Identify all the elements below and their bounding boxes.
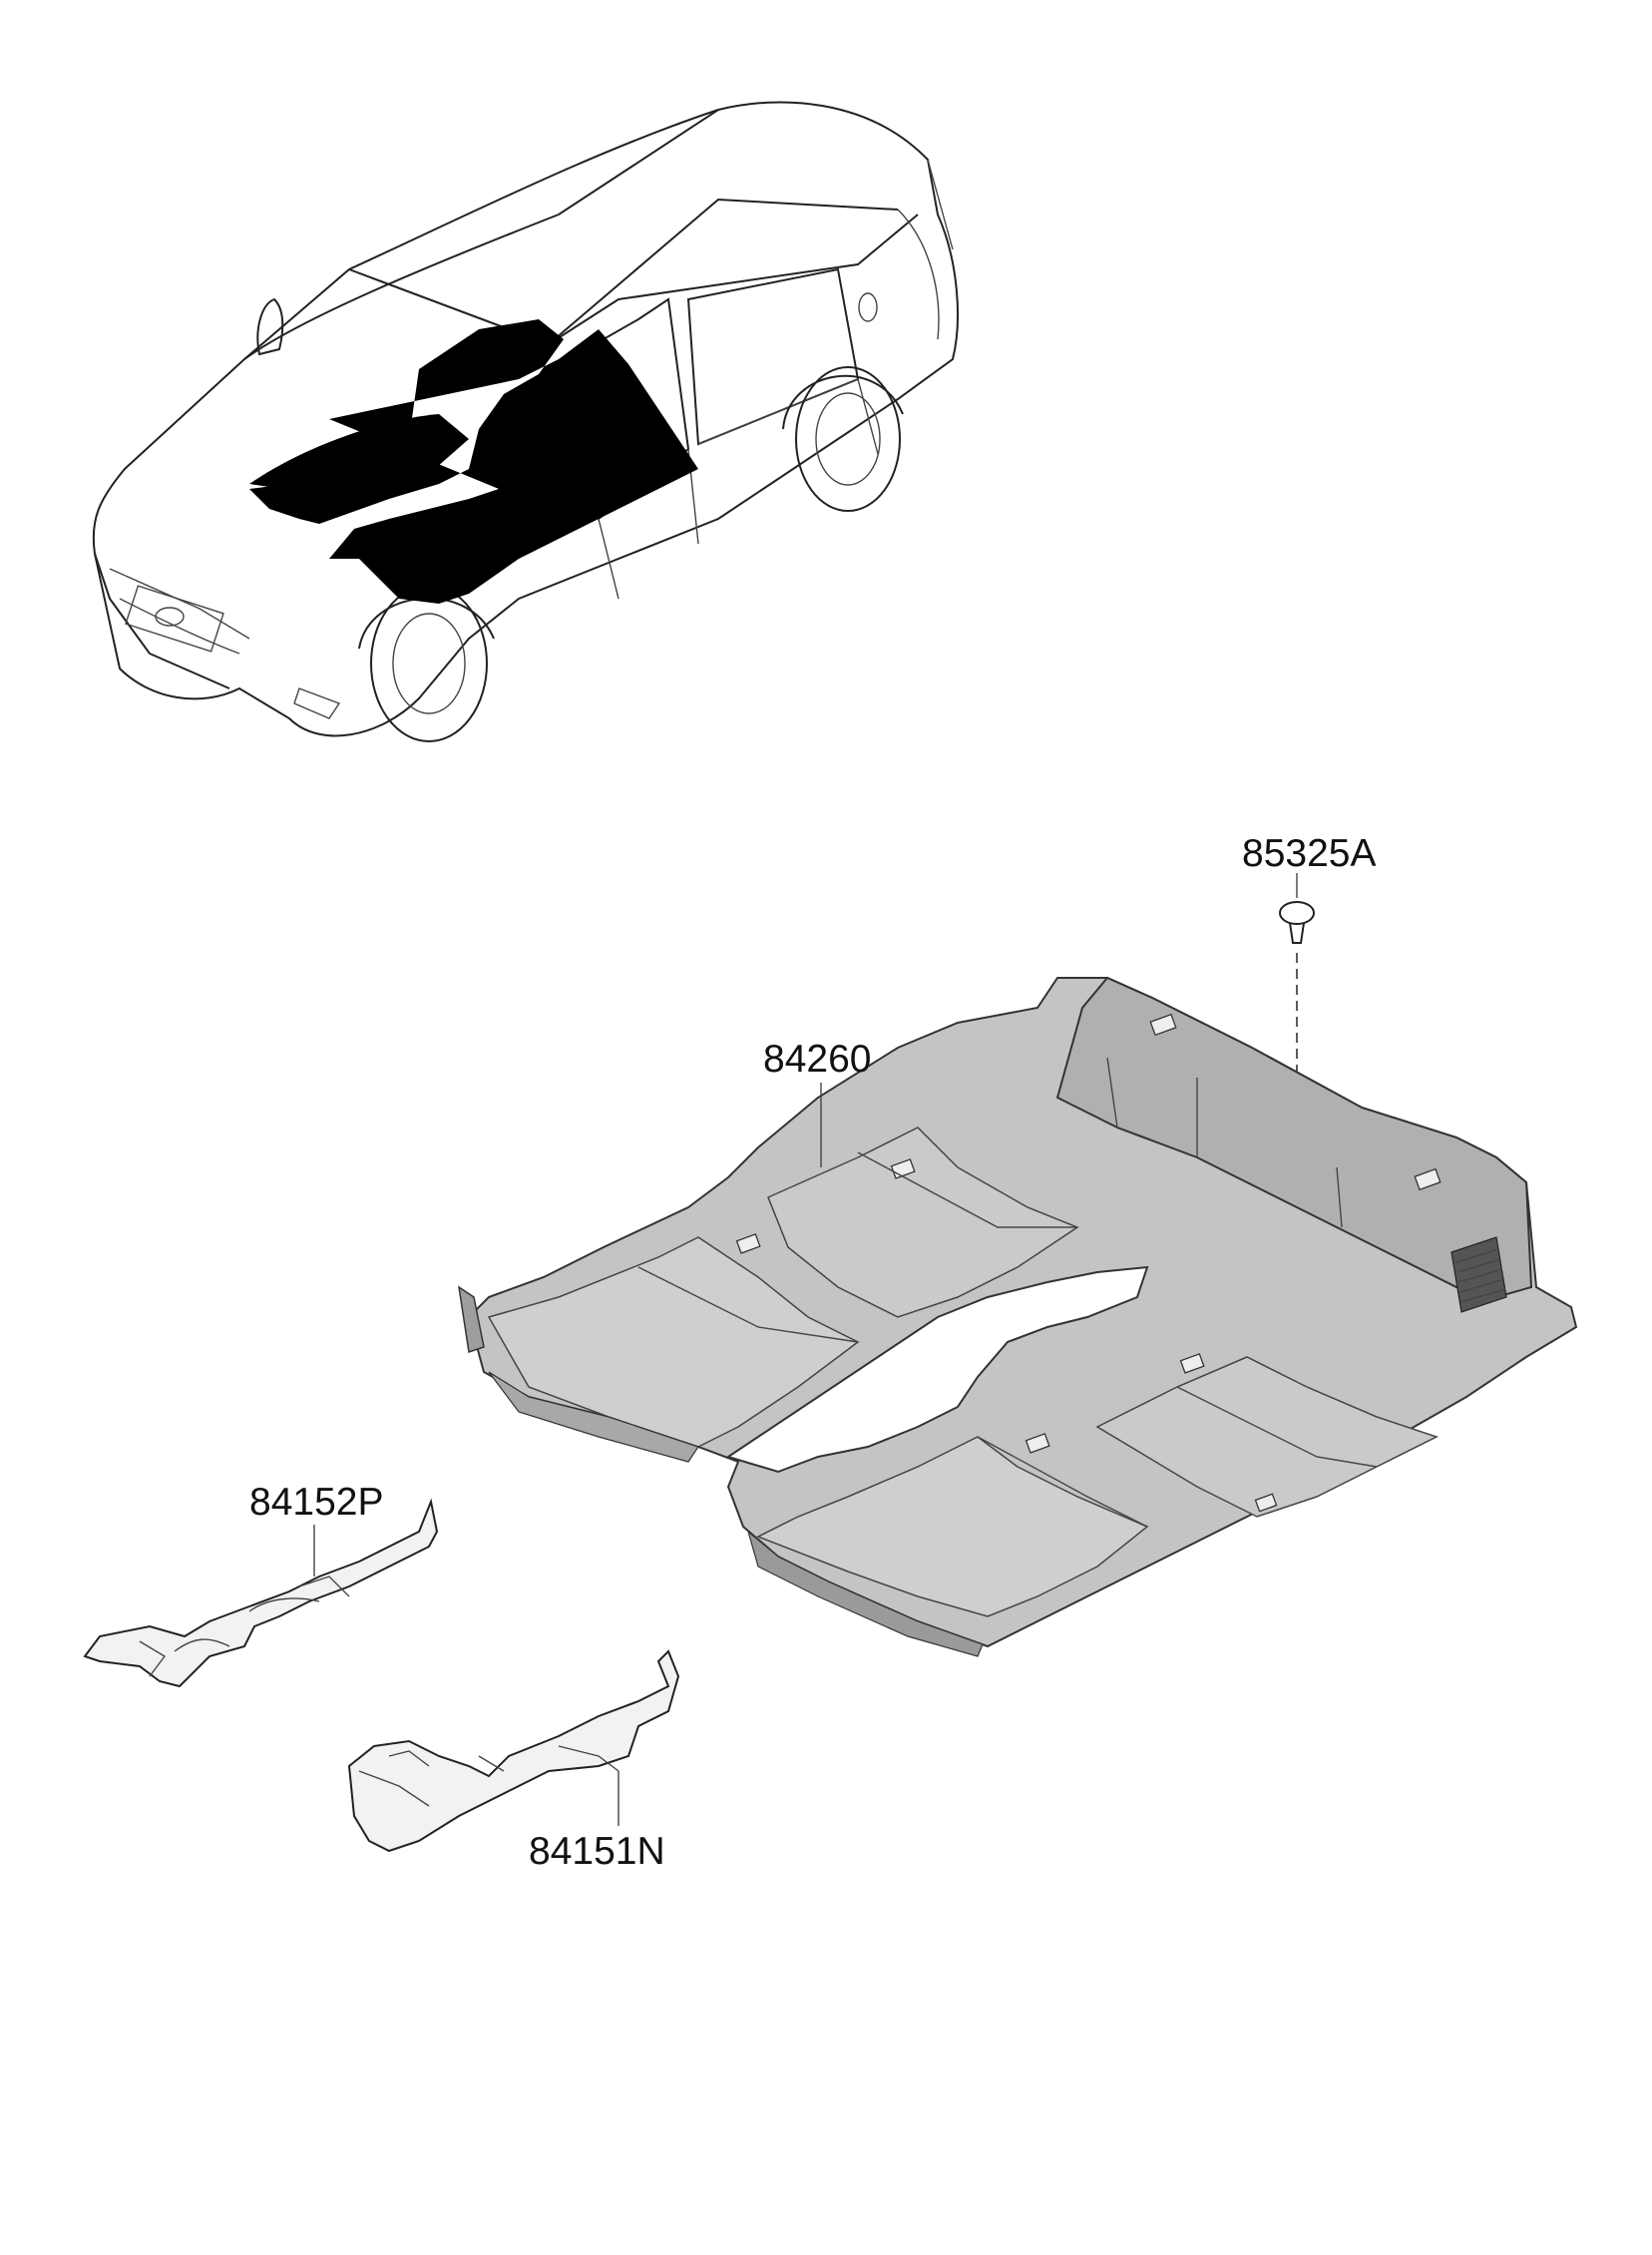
car-overview-illustration [92,101,959,742]
floor-carpet-part [457,976,1578,1657]
label-clip: 85325A [1242,832,1376,875]
highlighted-carpet-area [249,319,698,604]
label-floor-carpet: 84260 [763,1038,871,1081]
clip-part [1279,873,1315,1137]
vent-grille-detail [1450,1236,1507,1313]
label-pad-left: 84152P [249,1481,383,1524]
pad-right-part [347,1649,680,1853]
label-pad-right: 84151N [529,1830,665,1873]
pad-left-part [83,1498,439,1688]
